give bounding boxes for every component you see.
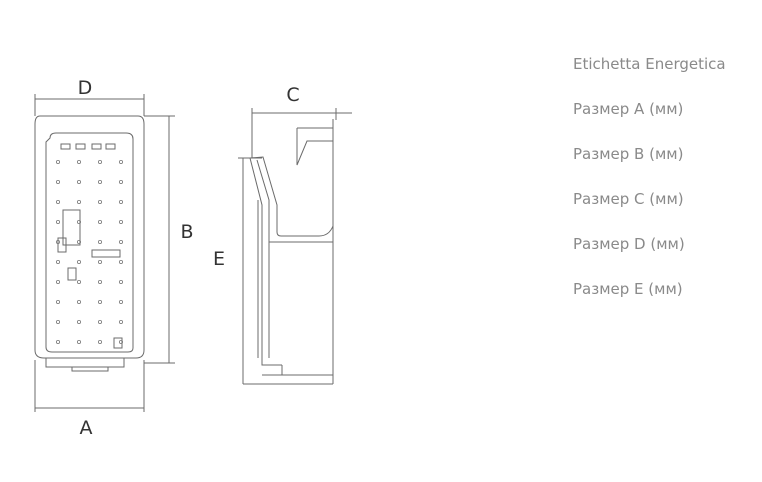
mounting-hole	[119, 159, 124, 164]
dim-label-e: E	[213, 248, 225, 270]
dimension-a	[34, 360, 145, 412]
mounting-hole	[77, 159, 82, 164]
mounting-hole	[98, 239, 103, 244]
mounting-hole	[77, 239, 82, 244]
dim-label-a: A	[80, 417, 93, 439]
mounting-hole	[98, 199, 103, 204]
dim-label-b: B	[180, 221, 193, 243]
spec-size-e: Размер E (мм)	[573, 280, 683, 298]
mounting-hole	[56, 199, 61, 204]
dimension-d	[34, 94, 145, 116]
mounting-hole	[56, 179, 61, 184]
mounting-hole	[56, 259, 61, 264]
front-view	[34, 115, 145, 372]
dimension-b	[144, 115, 175, 364]
mounting-hole	[56, 219, 61, 224]
mounting-hole	[119, 279, 124, 284]
mounting-hole	[77, 319, 82, 324]
mounting-hole	[56, 279, 61, 284]
spec-size-d: Размер D (мм)	[573, 235, 685, 253]
spec-list: Etichetta Energetica Размер A (мм) Разме…	[573, 52, 726, 322]
mounting-hole	[119, 319, 124, 324]
mounting-hole	[119, 259, 124, 264]
spec-energy-label: Etichetta Energetica	[573, 55, 726, 73]
mounting-hole	[98, 279, 103, 284]
mounting-hole	[77, 259, 82, 264]
side-view	[243, 119, 334, 385]
dim-label-d: D	[78, 77, 93, 99]
mounting-hole	[98, 319, 103, 324]
mounting-hole	[77, 299, 82, 304]
mounting-hole	[77, 199, 82, 204]
mounting-hole	[56, 319, 61, 324]
spec-size-b: Размер B (мм)	[573, 145, 684, 163]
mounting-hole	[56, 339, 61, 344]
dim-label-c: C	[286, 84, 299, 106]
mounting-hole	[119, 219, 124, 224]
front-hole-pattern	[56, 159, 124, 344]
mounting-hole	[98, 259, 103, 264]
mounting-hole	[119, 199, 124, 204]
mounting-hole	[56, 239, 61, 244]
dimension-e	[238, 157, 262, 384]
mounting-hole	[56, 159, 61, 164]
mounting-hole	[98, 299, 103, 304]
mounting-hole	[98, 179, 103, 184]
dimension-c	[251, 108, 352, 158]
mounting-hole	[119, 239, 124, 244]
mounting-hole	[77, 179, 82, 184]
mounting-hole	[98, 159, 103, 164]
mounting-hole	[56, 299, 61, 304]
mounting-hole	[119, 299, 124, 304]
mounting-hole	[98, 219, 103, 224]
mounting-hole	[119, 179, 124, 184]
mounting-hole	[77, 279, 82, 284]
mounting-hole	[119, 339, 124, 344]
mounting-hole	[77, 339, 82, 344]
spec-size-c: Размер C (мм)	[573, 190, 684, 208]
spec-size-a: Размер A (мм)	[573, 100, 684, 118]
mounting-hole	[77, 219, 82, 224]
mounting-hole	[98, 339, 103, 344]
